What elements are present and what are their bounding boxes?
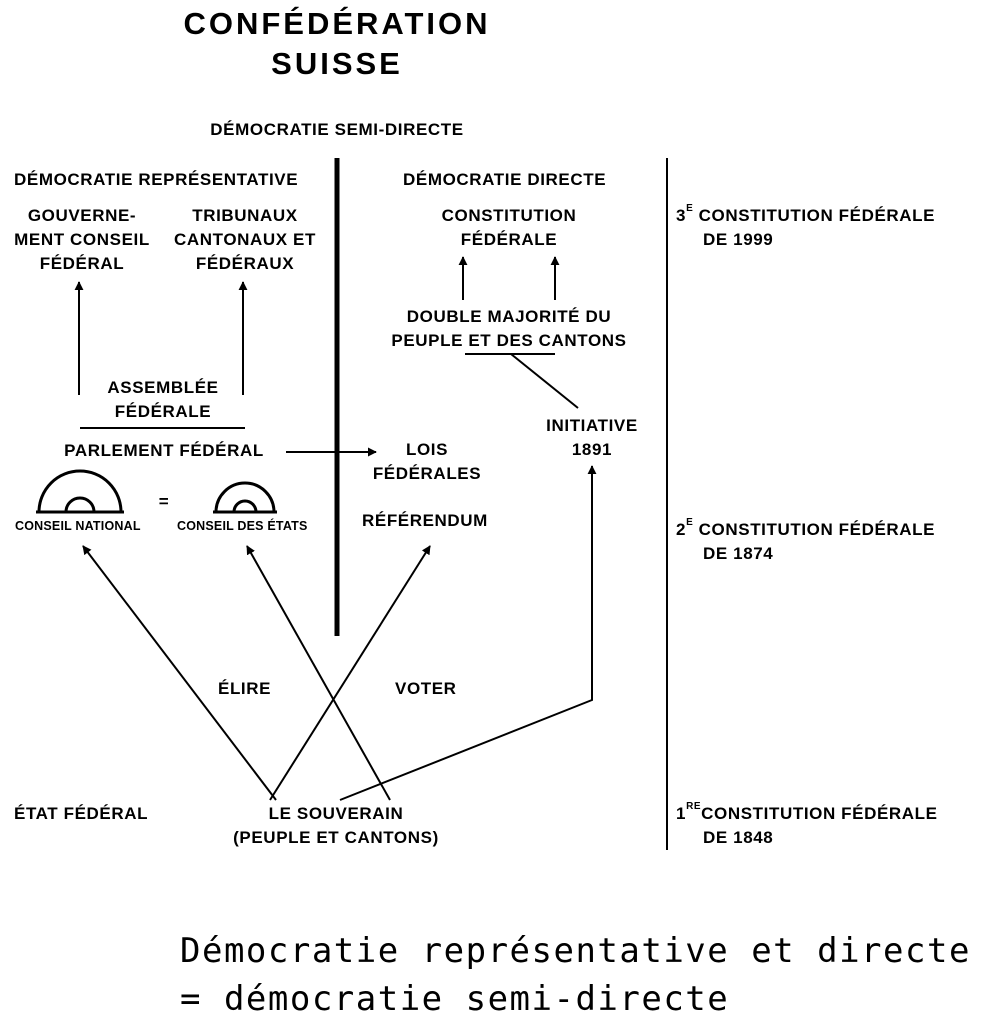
initiative-label: INITIATIVE 1891: [546, 414, 638, 462]
tribunaux-line-3: FÉDÉRAUX: [195, 254, 295, 273]
conseil-etats-label: CONSEIL DES ÉTATS: [177, 519, 308, 533]
gouvernement-line-3: FÉDÉRAL: [39, 254, 125, 273]
tribunaux-line-2: CANTONAUX ET: [174, 230, 316, 249]
arrow-to-referendum: [269, 545, 431, 801]
timeline-1999-sup: e: [686, 203, 694, 214]
timeline-entry-1999: 3e CONSTITUTION FÉDÉRALE DE 1999: [676, 204, 935, 252]
elire-label: ÉLIRE: [218, 679, 272, 698]
hemicycle-conseil-etats: [213, 481, 277, 514]
souverain-line-1: LE SOUVERAIN: [268, 804, 404, 823]
conseil-national-label: CONSEIL NATIONAL: [15, 519, 141, 533]
timeline-entry-1874: 2e CONSTITUTION FÉDÉRALE DE 1874: [676, 518, 935, 566]
constitution-line-1: CONSTITUTION: [441, 206, 577, 225]
assemblee-line-2: FÉDÉRALE: [114, 402, 212, 421]
assemblee-label: ASSEMBLÉE FÉDÉRALE: [107, 376, 218, 424]
arrow-to-conseil-etats: [246, 545, 391, 801]
title-line-2: SUISSE: [271, 46, 403, 81]
arrow-to-conseil-national: [82, 545, 277, 801]
equals-sign: =: [158, 492, 170, 511]
timeline-1874-sup: e: [686, 517, 694, 528]
constitution-line-2: FÉDÉRALE: [460, 230, 558, 249]
initiative-line-2: 1891: [571, 440, 613, 459]
referendum-label: RÉFÉRENDUM: [362, 511, 488, 530]
timeline-1848-line-2: DE 1848: [703, 828, 774, 847]
parlement-label: PARLEMENT FÉDÉRAL: [64, 441, 264, 460]
tribunaux-line-1: TRIBUNAUX: [192, 206, 298, 225]
lois-line-1: LOIS: [405, 440, 449, 459]
souverain-line-2: (PEUPLE ET CANTONS): [233, 828, 439, 847]
caption-line-1: Démocratie représentative et directe: [180, 931, 971, 971]
representative-header: DÉMOCRATIE REPRÉSENTATIVE: [14, 170, 299, 189]
timeline-1874-line-1: CONSTITUTION FÉDÉRALE: [698, 520, 936, 539]
timeline-1848-num: 1: [676, 804, 687, 823]
timeline-1848-line-1: CONSTITUTION FÉDÉRALE: [701, 804, 938, 823]
assemblee-line-1: ASSEMBLÉE: [107, 378, 219, 397]
constitution-label: CONSTITUTION FÉDÉRALE: [442, 204, 577, 252]
caption-line-2: = démocratie semi-directe: [180, 979, 730, 1019]
timeline-1874-line-2: DE 1874: [703, 544, 774, 563]
souverain-label: LE SOUVERAIN (PEUPLE ET CANTONS): [233, 802, 439, 850]
double-majorite-line-1: DOUBLE MAJORITÉ DU: [406, 307, 612, 326]
direct-header: DÉMOCRATIE DIRECTE: [403, 170, 607, 189]
gouvernement-label: GOUVERNE- MENT CONSEIL FÉDÉRAL: [14, 204, 150, 276]
double-majorite-line-2: PEUPLE ET DES CANTONS: [391, 331, 627, 350]
timeline-1874-num: 2: [676, 520, 687, 539]
gouvernement-line-1: GOUVERNE-: [27, 206, 137, 225]
timeline-1999-line-1: CONSTITUTION FÉDÉRALE: [698, 206, 936, 225]
timeline-entry-1848: 1reCONSTITUTION FÉDÉRALE DE 1848: [676, 802, 938, 850]
timeline-1848-sup: re: [686, 801, 702, 812]
voter-label: VOTER: [395, 679, 457, 698]
hemicycle-conseil-national: [36, 469, 124, 514]
line-initiative-to-double-majorite: [510, 353, 579, 409]
etat-federal-label: ÉTAT FÉDÉRAL: [14, 804, 149, 823]
title-line-1: CONFÉDÉRATION: [183, 6, 491, 41]
tribunaux-label: TRIBUNAUX CANTONAUX ET FÉDÉRAUX: [174, 204, 316, 276]
initiative-line-1: INITIATIVE: [546, 416, 638, 435]
page-title: CONFÉDÉRATION SUISSE: [183, 4, 490, 84]
semi-direct-header: DÉMOCRATIE SEMI-DIRECTE: [210, 120, 464, 139]
lois-line-2: FÉDÉRALES: [372, 464, 482, 483]
timeline-1999-num: 3: [676, 206, 687, 225]
arrow-to-initiative: [339, 465, 597, 801]
lois-label: LOIS FÉDÉRALES: [373, 438, 481, 486]
timeline-1999-line-2: DE 1999: [703, 230, 774, 249]
gouvernement-line-2: MENT CONSEIL: [14, 230, 150, 249]
double-majorite-label: DOUBLE MAJORITÉ DU PEUPLE ET DES CANTONS: [391, 305, 626, 353]
